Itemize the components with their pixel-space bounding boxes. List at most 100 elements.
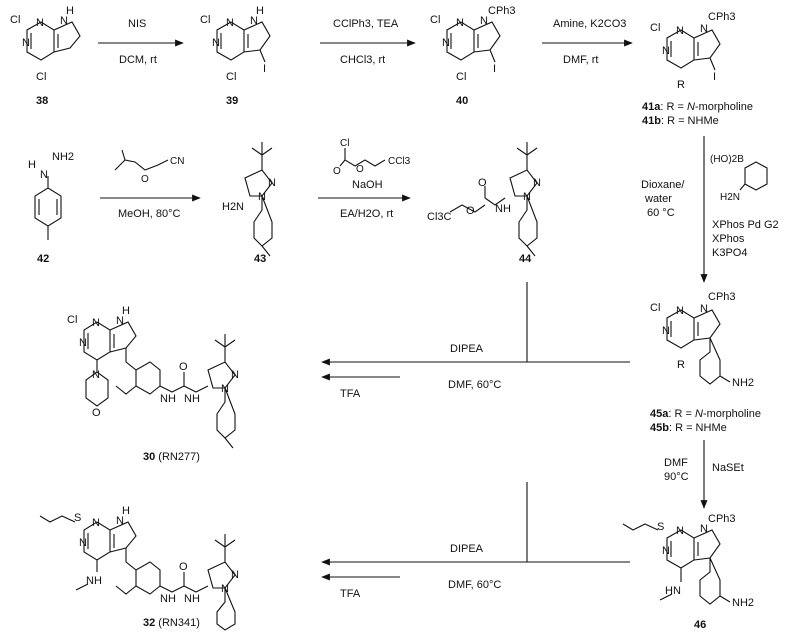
condition-label: DCM, rt — [119, 54, 157, 66]
condition-label: MeOH, 80°C — [118, 208, 181, 220]
atom-h: H — [256, 5, 264, 17]
reagent-label: DIPEA — [450, 543, 484, 555]
atom-cl: Cl — [67, 314, 77, 326]
reaction-arrow-4: CN O MeOH, 80°C — [100, 149, 201, 220]
reaction-arrow-1: NIS DCM, rt — [98, 18, 184, 66]
compound-label: 44 — [519, 253, 532, 265]
compound-44: O O Cl3C NH N N 44 — [427, 142, 541, 265]
reagent-ccl3: CCl3 — [388, 156, 411, 167]
reaction-arrow-7: DIPEA DMF, 60°C TFA — [321, 282, 630, 400]
atom-cl: Cl — [650, 22, 660, 34]
compound-label: 43 — [254, 253, 266, 265]
compound-label: 40 — [456, 95, 468, 107]
atom-h: H — [28, 159, 36, 171]
atom-n: N — [40, 169, 48, 181]
atom-r: R — [677, 79, 685, 91]
atom-n: N — [160, 393, 168, 405]
atom-o: O — [466, 205, 475, 217]
atom-n: N — [268, 177, 276, 189]
atom-n: N — [184, 393, 192, 405]
atom-n: N — [116, 315, 124, 327]
condition-label: DMF, 60°C — [448, 379, 501, 391]
atom-n: N — [36, 17, 44, 29]
compound-label: 42 — [37, 253, 49, 265]
atom-cl: Cl — [456, 71, 466, 83]
atom-n: N — [231, 369, 239, 381]
reagent-label: NaSEt — [712, 462, 744, 474]
atom-n: N — [662, 545, 670, 557]
compound-label-41b: 41b: R = NHMe — [642, 115, 719, 127]
atom-n: N — [523, 191, 531, 203]
reagent-label: CClPh3, TEA — [333, 18, 399, 30]
reagent-boronic: (HO)2B — [710, 154, 744, 165]
atom-group: CPh3 — [708, 291, 736, 303]
atom-n: N — [676, 525, 684, 537]
atom-n: N — [676, 305, 684, 317]
reagent-label: TFA — [340, 388, 361, 400]
atom-n: N — [221, 383, 229, 395]
atom-n: N — [258, 191, 266, 203]
atom-nh: NH — [86, 575, 102, 587]
reaction-arrow-9: DIPEA DMF, 60°C TFA — [321, 482, 630, 600]
atom-n: N — [92, 369, 100, 381]
atom-group: H2N — [222, 201, 244, 213]
atom-h: H — [122, 505, 130, 517]
atom-n: N — [480, 15, 488, 27]
condition-label: EA/H2O, rt — [340, 208, 393, 220]
atom-group: NH2 — [52, 151, 74, 163]
reagent-o: O — [333, 166, 341, 177]
reagent-label: NIS — [128, 18, 146, 30]
atom-h: H — [168, 593, 176, 605]
compound-43: H2N N N 43 — [222, 142, 276, 265]
reagent-label: TFA — [340, 588, 361, 600]
atom-group: CPh3 — [488, 5, 516, 17]
atom-n: N — [700, 523, 708, 535]
atom-i: I — [263, 63, 266, 75]
atom-group: NH2 — [732, 597, 754, 609]
atom-h: H — [192, 393, 200, 405]
atom-n: N — [442, 37, 450, 49]
reaction-arrow-8: DMF 90°C NaSEt — [664, 440, 744, 509]
atom-cl: Cl — [36, 71, 46, 83]
atom-n: N — [92, 317, 100, 329]
atom-h: H — [168, 393, 176, 405]
atom-n: N — [212, 37, 220, 49]
compound-45: Cl N N N CPh3 R NH2 45a: R = N-morpholin… — [650, 291, 761, 434]
atom-i: I — [493, 63, 496, 75]
atom-nh: NH — [495, 203, 511, 215]
reagent-o: O — [141, 174, 149, 185]
compound-label: 32 (RN341) — [143, 617, 200, 629]
condition-label: water — [644, 193, 672, 205]
atom-o: O — [92, 407, 101, 419]
compound-39: Cl N N N H Cl I 39 — [200, 5, 271, 107]
atom-group: CPh3 — [708, 11, 736, 23]
atom-n: N — [662, 325, 670, 337]
atom-cl: Cl — [10, 14, 20, 26]
atom-group: Cl3C — [427, 211, 452, 223]
condition-label: 60 °C — [647, 207, 675, 219]
atom-n: N — [22, 37, 30, 49]
atom-n: N — [700, 303, 708, 315]
atom-o: O — [478, 177, 487, 189]
atom-n: N — [533, 177, 541, 189]
atom-n: N — [79, 537, 87, 549]
compound-38: Cl N N N H Cl 38 — [10, 5, 81, 107]
atom-n: N — [116, 515, 124, 527]
condition-label: 90°C — [664, 471, 689, 483]
atom-r: R — [677, 359, 685, 371]
atom-group: HN — [665, 585, 681, 597]
compound-32: S N N N H NH O N H N H N N 32 (RN341) — [39, 505, 239, 631]
atom-n: N — [92, 517, 100, 529]
compound-label-45a: 45a: R = N-morpholine — [650, 408, 761, 420]
reagent-label: Amine, K2CO3 — [553, 18, 626, 30]
compound-label: 46 — [694, 619, 706, 631]
atom-cl: Cl — [650, 302, 660, 314]
reagent-h2n: H2N — [720, 192, 740, 203]
atom-cl: Cl — [226, 71, 236, 83]
compound-41: Cl N N N CPh3 R I 41a: R = N-morpholine … — [642, 11, 753, 127]
condition-label: DMF — [664, 457, 688, 469]
atom-h: H — [122, 305, 130, 317]
reaction-arrow-2: CClPh3, TEA CHCl3, rt — [320, 18, 416, 66]
atom-n: N — [250, 15, 258, 27]
